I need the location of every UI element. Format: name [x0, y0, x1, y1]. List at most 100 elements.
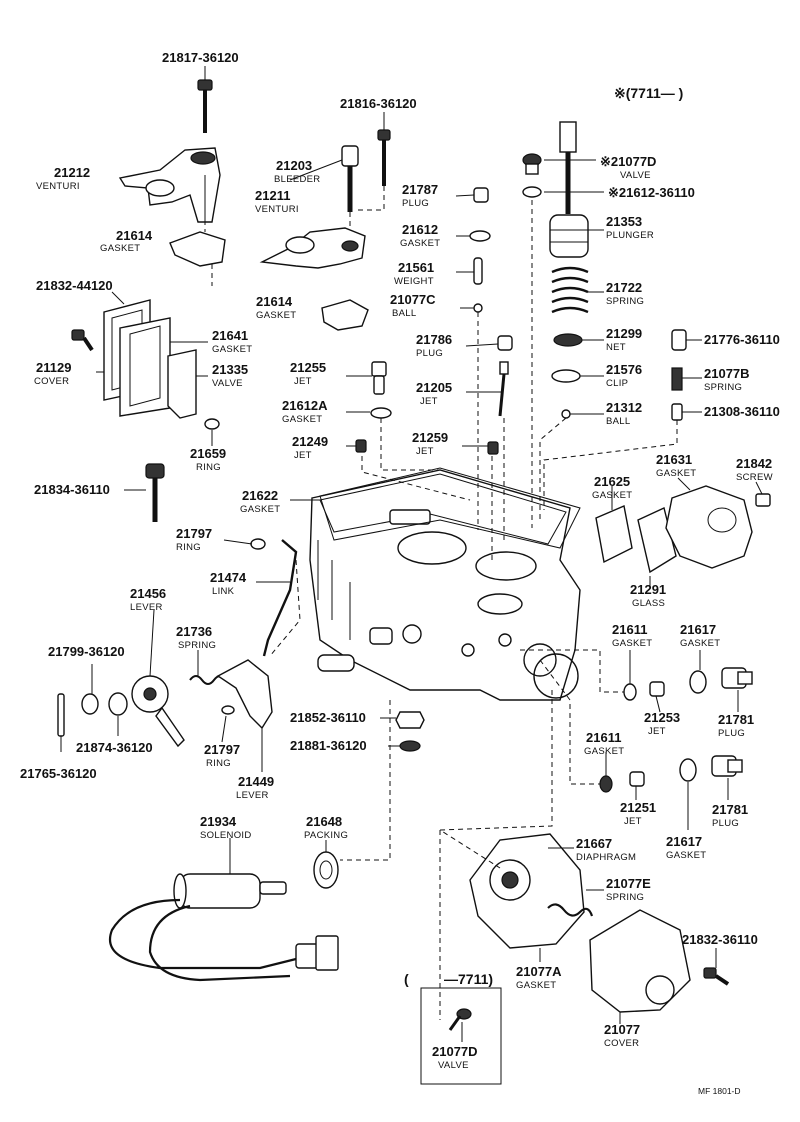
plug-21787: [473, 187, 489, 203]
part-name: GLASS: [632, 598, 665, 609]
part-name: PLUNGER: [606, 230, 654, 241]
part-number: 21449: [238, 774, 274, 789]
part-number: 21816-36120: [340, 96, 417, 111]
part-name: GASKET: [666, 850, 706, 861]
ring-21797-lower: [221, 705, 235, 715]
part-name: LEVER: [130, 602, 163, 613]
packing-21648: [313, 851, 339, 889]
jet-21255: [371, 361, 387, 395]
part-name: GASKET: [584, 746, 624, 757]
gasket-21641: [119, 317, 171, 417]
gasket-21612A: [370, 407, 392, 419]
part-name: VALVE: [212, 378, 243, 389]
gasket-21614-upper: [169, 231, 226, 267]
part-name: GASKET: [100, 243, 140, 254]
nut-21852: [395, 711, 425, 729]
part-number: 21253: [644, 710, 680, 725]
jet-21253: [649, 681, 665, 697]
gasket-21625: [595, 505, 633, 564]
part-name: SPRING: [178, 640, 216, 651]
part-name: GASKET: [400, 238, 440, 249]
part-name: COVER: [604, 1038, 639, 1049]
part-name: RING: [176, 542, 201, 553]
part-name: VALVE: [438, 1060, 469, 1071]
part-number: 21291: [630, 582, 666, 597]
part-number: 21659: [190, 446, 226, 461]
part-number: 21212: [54, 165, 90, 180]
part-name: NET: [606, 342, 626, 353]
jet-21259: [487, 441, 499, 455]
part-name: VENTURI: [36, 181, 80, 192]
part-number: 21934: [200, 814, 237, 829]
screw-21817: [197, 79, 213, 133]
jet-21249: [355, 439, 367, 453]
part-number: 21874-36120: [76, 740, 153, 755]
part-name: SOLENOID: [200, 830, 252, 841]
venturi-21211: [259, 227, 366, 269]
gasket-21611-upper: [623, 683, 637, 701]
part-name: WEIGHT: [394, 276, 434, 287]
part-number: 21211: [255, 188, 290, 203]
part-number: 21576: [606, 362, 642, 377]
part-name: PLUG: [402, 198, 429, 209]
part-number: 21203: [276, 158, 312, 173]
part-number: 21614: [116, 228, 153, 243]
bleeder-21203: [341, 145, 359, 212]
part-number: 21622: [242, 488, 278, 503]
screw-21816: [377, 129, 391, 186]
part-number: 21832-36110: [682, 932, 758, 947]
valve-21077D-inset: [448, 1008, 472, 1031]
part-name: DIAPHRAGM: [576, 852, 636, 863]
valve-21077D-top: [522, 153, 542, 175]
screw-21832-36110: [703, 967, 730, 986]
part-number: 21077D: [432, 1044, 478, 1059]
spring-21077B: [671, 367, 683, 391]
part-name: GASKET: [516, 980, 556, 991]
screw-21842: [755, 493, 771, 507]
gasket-21612-36110: [522, 186, 542, 198]
part-number: 21881-36120: [290, 738, 367, 753]
part-number: 21251: [620, 800, 656, 815]
screw-21832-44120: [71, 329, 94, 352]
part-number: 21787: [402, 182, 438, 197]
part-number: 21255: [290, 360, 326, 375]
screw-21834: [145, 463, 165, 522]
weight-21561: [473, 257, 483, 285]
part-number: 21077E: [606, 876, 651, 891]
part-number: ※21612-36110: [608, 185, 695, 200]
part-number: 21614: [256, 294, 293, 309]
part-number: 21667: [576, 836, 612, 851]
part-number: 21353: [606, 214, 642, 229]
gasket-21617-lower: [679, 758, 697, 782]
spring-21077E: [547, 903, 594, 917]
washer-21881: [399, 740, 421, 752]
part-number: 21249: [292, 434, 328, 449]
part-number: 21852-36110: [290, 710, 366, 725]
part-name: JET: [294, 450, 312, 461]
part-number: 21765-36120: [20, 766, 97, 781]
inset-box: [420, 987, 502, 1085]
part-name: PLUG: [718, 728, 745, 739]
note-bottom-open: (: [404, 971, 409, 987]
part-name: SPRING: [704, 382, 742, 393]
part-name: VENTURI: [255, 204, 299, 215]
part-number: 21474: [210, 570, 247, 585]
part-name: BALL: [606, 416, 630, 427]
part-name: JET: [648, 726, 666, 737]
part-number: 21722: [606, 280, 642, 295]
part-name: GASKET: [612, 638, 652, 649]
part-name: GASKET: [282, 414, 322, 425]
screw-21308: [671, 403, 683, 421]
part-name: PACKING: [304, 830, 348, 841]
part-number: 21797: [204, 742, 240, 757]
part-name: RING: [206, 758, 231, 769]
part-number: 21625: [594, 474, 630, 489]
part-name: GASKET: [656, 468, 696, 479]
gasket-21631: [665, 485, 753, 569]
part-number: 21641: [212, 328, 248, 343]
part-number: 21561: [398, 260, 434, 275]
part-number: 21832-44120: [36, 278, 113, 293]
part-number: 21617: [680, 622, 716, 637]
part-number: 21129: [36, 360, 71, 375]
